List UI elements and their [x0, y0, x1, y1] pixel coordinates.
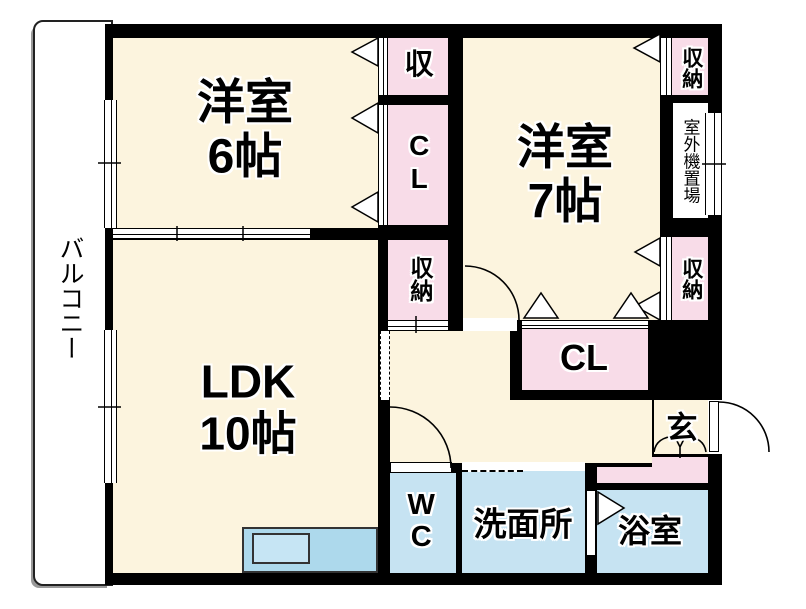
room6-label: 洋室 6帖 — [197, 76, 293, 184]
ldk-door-leaf — [390, 462, 452, 473]
entrance-label: 玄 — [666, 410, 698, 446]
closet-tr-door-strip — [660, 38, 672, 95]
hall-strip — [597, 467, 652, 483]
closet-top-label: 収 — [404, 48, 434, 81]
room7-door-opening — [463, 318, 517, 331]
front-door-swing-arc — [718, 401, 770, 453]
window-room6 — [104, 100, 117, 228]
room6-ldk-partition — [113, 228, 310, 239]
closet-top-door-strip — [378, 38, 388, 95]
ldk-size: 10帖 — [199, 407, 297, 459]
closet-cl-label: CL — [403, 130, 435, 196]
room7-label: 洋室 7帖 — [517, 121, 613, 229]
closet-mid-right-label: 収納 — [679, 258, 703, 300]
hallway-left — [390, 331, 510, 463]
closet-top-right — [672, 38, 708, 95]
closet-mid-label: 収納 — [406, 256, 433, 302]
closet-hall-door-strip — [522, 320, 648, 329]
ldk-door-opening — [380, 331, 390, 400]
balcony-label: バルコニー — [56, 235, 84, 361]
front-door-leaf — [709, 401, 719, 452]
closet-mr-door-strip — [660, 237, 672, 320]
room6-name: 洋室 — [196, 76, 294, 130]
closet-hall-label: CL — [560, 336, 608, 378]
room7-name: 洋室 — [516, 121, 614, 175]
outdoor-unit-label: 室外機置場 — [680, 118, 700, 204]
closet-top — [388, 38, 448, 95]
closet-cl-door-strip — [378, 105, 388, 225]
closet-mid-door-strip — [388, 320, 448, 331]
hallway-right — [510, 400, 652, 463]
bathroom-label: 浴室 — [617, 513, 683, 550]
ldk-name: LDK — [200, 355, 296, 408]
bathroom-door-strip — [586, 490, 596, 556]
room7-size: 7帖 — [527, 175, 603, 228]
washroom-area — [462, 470, 585, 573]
ldk-label: LDK 10帖 — [199, 356, 296, 459]
toilet-room — [390, 473, 456, 573]
closet-top-right-label: 収納 — [679, 47, 703, 89]
window-outdoor-unit — [705, 113, 722, 215]
washroom-opening — [523, 462, 585, 471]
washroom-label: 洗面所 — [473, 505, 573, 543]
kitchen-sink — [252, 533, 310, 564]
entrance-step — [652, 457, 708, 483]
window-ldk — [104, 330, 117, 483]
room6-size: 6帖 — [207, 130, 283, 183]
washroom-sliding-door — [462, 462, 523, 472]
toilet-label: WC — [405, 489, 438, 553]
